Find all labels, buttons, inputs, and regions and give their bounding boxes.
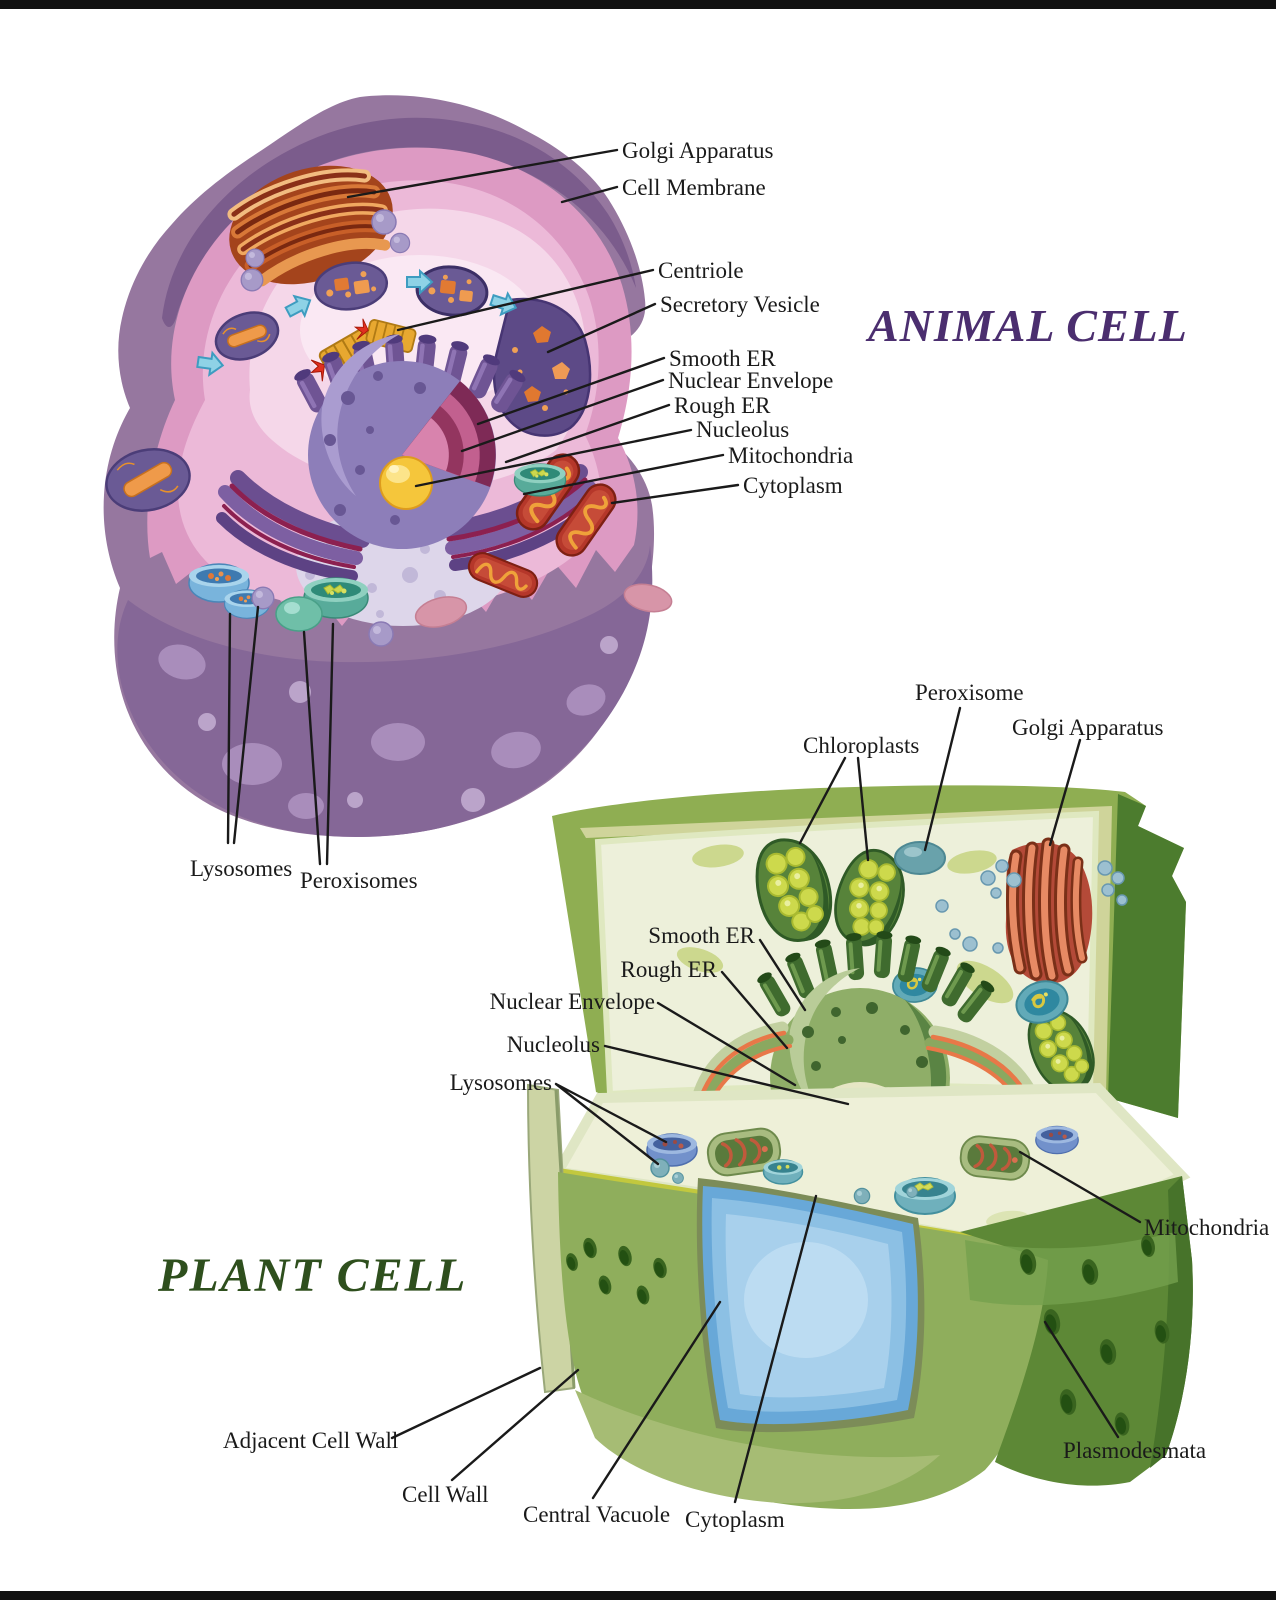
label-plant-golgi-apparatus: Golgi Apparatus [1012, 715, 1163, 740]
vesicle-sphere [371, 209, 397, 235]
leader-plant-chloroplasts [798, 756, 870, 862]
leader-animal-peroxisomes [302, 622, 335, 866]
label-plant-nucleolus: Nucleolus [507, 1032, 600, 1057]
leader-animal-vesicle [546, 302, 657, 354]
label-animal-nuclear-envelope: Nuclear Envelope [668, 368, 833, 393]
label-animal-secretory-vesicle: Secretory Vesicle [660, 292, 820, 317]
bottom-letterbox-bar [0, 1591, 1276, 1600]
label-animal-smooth-er: Smooth ER [669, 346, 776, 371]
label-animal-golgi-apparatus: Golgi Apparatus [622, 138, 773, 163]
leader-plant-cell-wall [450, 1368, 580, 1482]
animal-organelle-bean [623, 583, 673, 613]
leader-animal-cytoplasm [610, 483, 740, 505]
label-animal-lysosomes: Lysosomes [190, 856, 292, 881]
animal-endosome-with-rod [214, 311, 280, 361]
leader-animal-membrane [560, 185, 619, 204]
leader-plant-adjacent-cell-wall [390, 1366, 542, 1440]
plant-vesicle-dots [935, 859, 1128, 954]
plant-peroxisome-bowl [762, 1159, 804, 1185]
plant-vesicle [672, 1172, 684, 1184]
leader-lines [226, 148, 1142, 1504]
label-plant-cytoplasm: Cytoplasm [685, 1507, 785, 1532]
label-plant-cell-wall: Cell Wall [402, 1482, 489, 1507]
plant-bean-body [676, 947, 724, 973]
animal-peroxisome [275, 596, 323, 632]
label-animal-peroxisomes: Peroxisomes [300, 868, 418, 893]
animal-endosome-with-rod [105, 448, 191, 512]
leader-animal-rough-er [504, 403, 671, 464]
plant-peroxisome [894, 841, 946, 875]
leader-plant-cytoplasm [733, 1194, 818, 1504]
label-plant-smooth-er: Smooth ER [648, 923, 755, 948]
label-animal-cytoplasm: Cytoplasm [743, 473, 843, 498]
plant-vesicle [906, 1186, 918, 1198]
plant-central-vacuole [696, 1178, 925, 1433]
leader-animal-lysosomes [226, 605, 260, 845]
leader-plant-plasmodesmata [1043, 1320, 1120, 1439]
plant-bean-body [692, 844, 744, 868]
leader-plant-nucleolus [603, 1044, 850, 1106]
leader-animal-smooth-er [476, 356, 666, 426]
plant-back-wall-dark-edge [1108, 794, 1186, 1118]
label-plant-lysosomes: Lysosomes [450, 1070, 552, 1095]
diagram-labels: ANIMAL CELL PLANT CELL Golgi Apparatus C… [157, 138, 1269, 1532]
vesicle-sphere [245, 248, 265, 268]
plant-vesicle [853, 1187, 871, 1205]
plant-wall-inner-edge [580, 806, 1112, 1096]
label-plant-chloroplasts: Chloroplasts [803, 733, 919, 758]
leader-animal-mitochondria [522, 453, 725, 496]
highlight [904, 847, 922, 857]
vesicle-sphere [389, 232, 411, 254]
plant-mitochondrion [957, 1132, 1033, 1184]
leader-animal-golgi [346, 148, 619, 199]
leader-plant-smooth-er [758, 938, 807, 1012]
label-plant-mitochondria: Mitochondria [1144, 1215, 1269, 1240]
animal-vesicle [251, 586, 275, 610]
label-animal-centriole: Centriole [658, 258, 744, 283]
leader-plant-peroxisome [923, 706, 962, 852]
label-plant-adjacent-cell-wall: Adjacent Cell Wall [223, 1428, 398, 1453]
plant-peroxisome-bowl [894, 1177, 956, 1215]
leader-animal-nucleolus [414, 428, 693, 488]
leader-plant-central-vacuole [591, 1300, 722, 1500]
animal-nucleolus [379, 456, 433, 510]
leader-plant-rough-er [720, 970, 789, 1050]
leader-plant-mitochondria [1018, 1150, 1142, 1224]
plant-cell-illustration [526, 785, 1193, 1510]
label-animal-cell-membrane: Cell Membrane [622, 175, 766, 200]
label-animal-nucleolus: Nucleolus [696, 417, 789, 442]
plant-cell-title: PLANT CELL [157, 1249, 467, 1302]
plant-cell-wall-right [960, 1176, 1193, 1486]
label-plant-nuclear-envelope: Nuclear Envelope [490, 989, 655, 1014]
leader-plant-nuclear-envelope [656, 1001, 797, 1087]
animal-vesicle [368, 621, 394, 647]
label-plant-plasmodesmata: Plasmodesmata [1063, 1438, 1206, 1463]
animal-endosome [313, 261, 389, 311]
highlight [284, 602, 300, 614]
label-animal-mitochondria: Mitochondria [728, 443, 853, 468]
vesicle-sphere [240, 268, 264, 292]
label-plant-peroxisome: Peroxisome [915, 680, 1024, 705]
top-letterbox-bar [0, 0, 1276, 9]
animal-secretory-vesicle [492, 297, 592, 437]
plant-lysosome [1035, 1125, 1079, 1155]
label-plant-central-vacuole: Central Vacuole [523, 1502, 670, 1527]
leader-animal-nuclear-envelope [460, 378, 665, 453]
animal-cell-title: ANIMAL CELL [865, 300, 1188, 351]
animal-organelle-bean [414, 596, 468, 628]
label-animal-rough-er: Rough ER [674, 393, 771, 418]
plant-bean-body [947, 850, 997, 874]
leader-plant-golgi [1048, 738, 1082, 847]
animal-cell-illustration [103, 95, 673, 837]
plant-cell-wall-light-band [575, 1390, 940, 1504]
plant-golgi-apparatus [1005, 837, 1093, 984]
animal-membrane-shading [162, 117, 636, 327]
label-plant-rough-er: Rough ER [621, 957, 718, 982]
leader-plant-lysosomes [554, 1082, 668, 1166]
leader-animal-centriole [396, 268, 655, 332]
